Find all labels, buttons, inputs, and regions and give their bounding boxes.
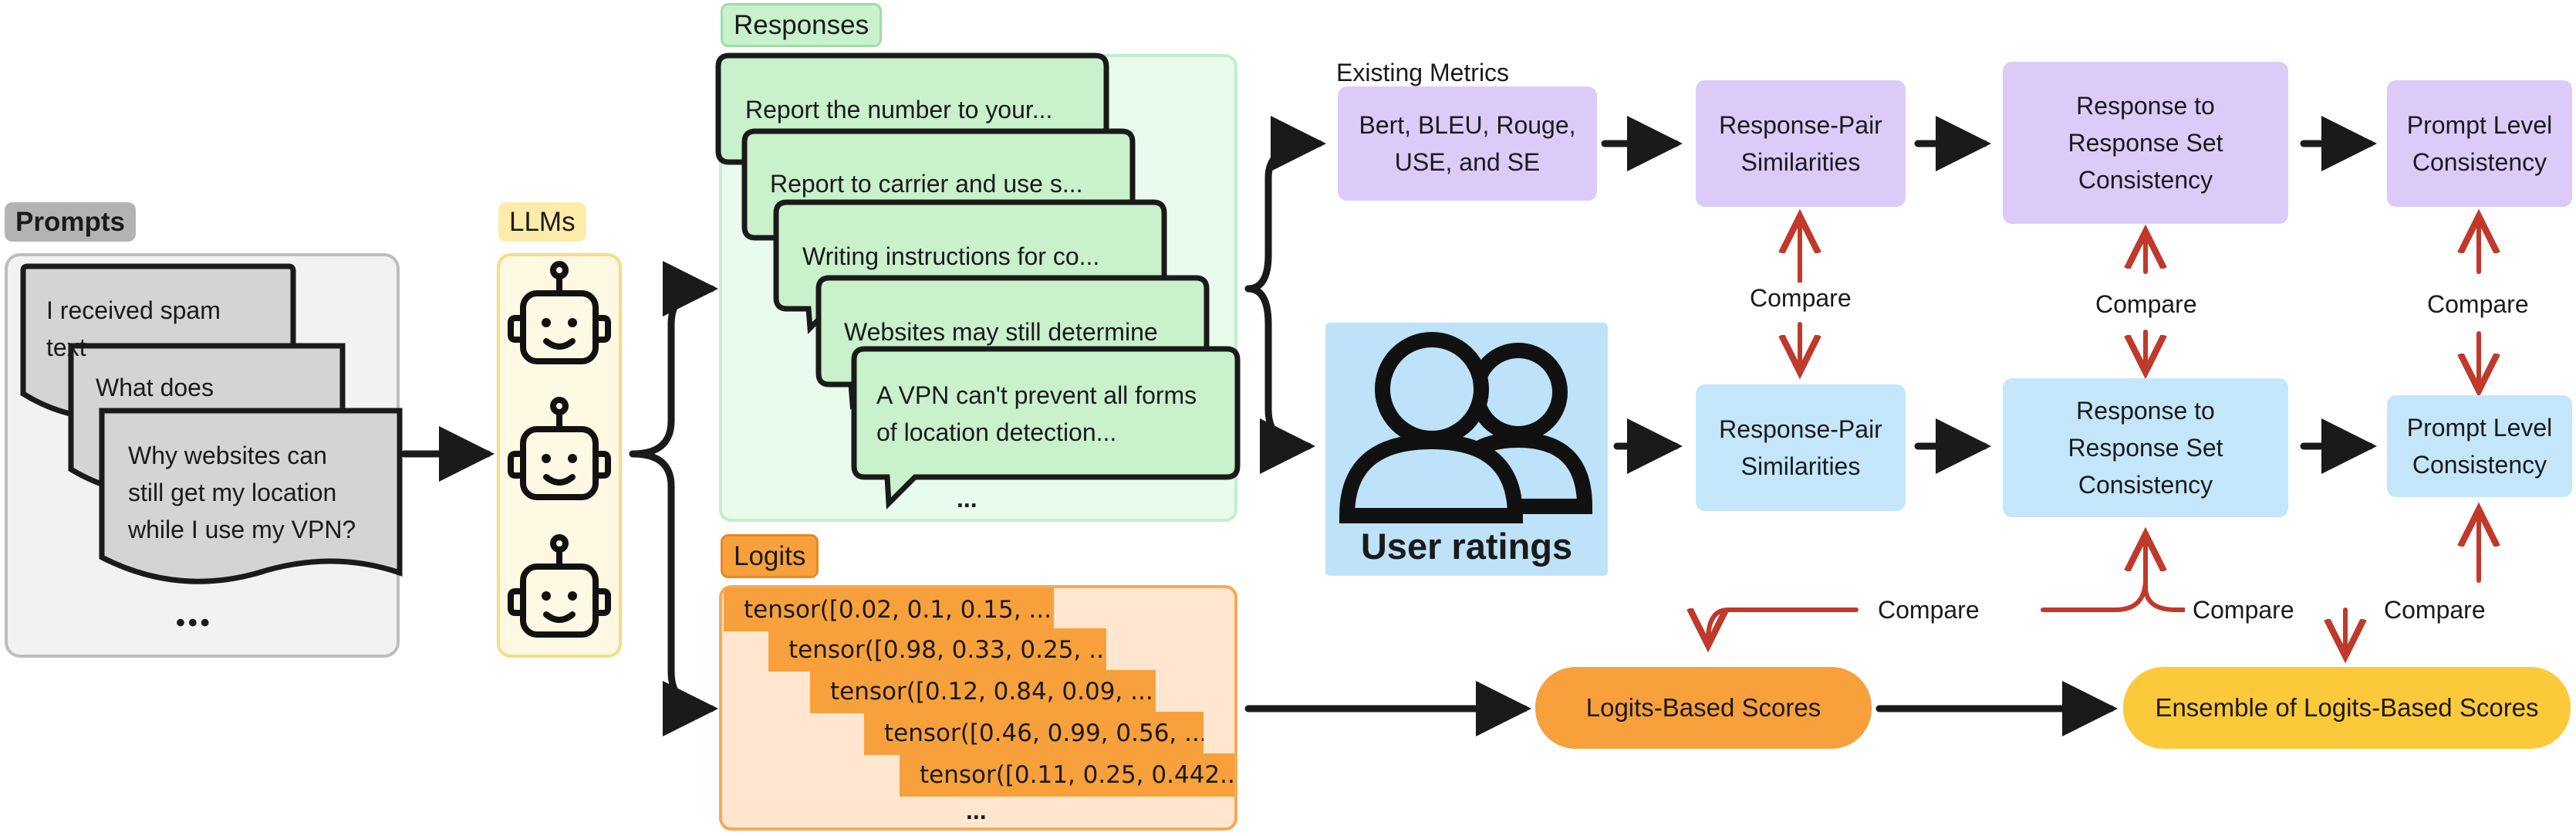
robot-icon [501,397,617,509]
logit-row-5: tensor([0.11, 0.25, 0.442... [900,753,1234,797]
prompt-card-1-text: I received spam text [46,296,221,361]
responses-title: Responses [721,3,883,47]
logits-ellipsis: ... [966,797,987,824]
compare-label-3: Compare [2419,289,2537,320]
compare-label-1: Compare [1742,283,1859,313]
prompts-ellipsis: ••• [176,608,213,638]
logit-row-1: tensor([0.02, 0.1, 0.15, ... [724,588,1054,631]
arrow-responses-to-metrics [1244,116,1326,293]
user-ratings-label: User ratings [1360,526,1573,567]
prompt-card-3-text: Why websites can still get my location w… [128,442,356,543]
user-set-consistency: Response to Response Set Consistency [2003,378,2288,517]
metric-pair-similarities: Response-Pair Similarities [1696,80,1906,207]
compare-label-2: Compare [2088,289,2205,320]
existing-metrics-label: Existing Metrics [1336,59,1510,86]
prompt-card-2-text: What does [96,374,214,401]
response-text-4: Websites may still determine [844,318,1158,346]
robot-icon [501,534,617,646]
logits-title: Logits [721,534,819,578]
robot-icon [501,261,617,373]
compare-label-5: Compare [2185,594,2302,625]
response-text-5: A VPN can't prevent all forms of locatio… [876,381,1197,446]
logit-row-2: tensor([0.98, 0.33, 0.25, ... [768,628,1106,672]
llms-title: LLMs [498,202,586,242]
compare-label-4: Compare [1870,594,1987,625]
logit-row-3: tensor([0.12, 0.84, 0.09, ... [810,670,1156,713]
ensemble-scores: Ensemble of Logits-Based Scores [2123,667,2571,749]
logit-row-4: tensor([0.46, 0.99, 0.56, ... [864,712,1204,755]
response-text-1: Report the number to your... [745,96,1053,124]
responses-ellipsis: ... [957,485,977,513]
compare-label-6: Compare [2376,594,2493,625]
user-prompt-consistency: Prompt Level Consistency [2387,395,2572,497]
logits-based-scores: Logits-Based Scores [1535,667,1872,749]
metric-prompt-consistency: Prompt Level Consistency [2387,80,2572,207]
metrics-box: Bert, BLEU, Rouge, USE, and SE [1338,86,1597,201]
arrow-llms-to-logits [629,450,718,736]
metric-set-consistency: Response to Response Set Consistency [2003,62,2288,224]
response-text-3: Writing instructions for co... [802,242,1100,270]
response-text-2: Report to carrier and use s... [770,170,1083,198]
user-pair-similarities: Response-Pair Similarities [1696,384,1906,511]
arrow-responses-to-users [1244,285,1315,474]
prompts-title: Prompts [5,202,136,242]
prompt-card-3 [99,408,403,584]
response-bubbles [715,52,1241,509]
user-ratings-panel: User ratings [1325,323,1608,576]
arrow-llms-to-responses [629,261,718,458]
users-icon [1339,332,1593,523]
